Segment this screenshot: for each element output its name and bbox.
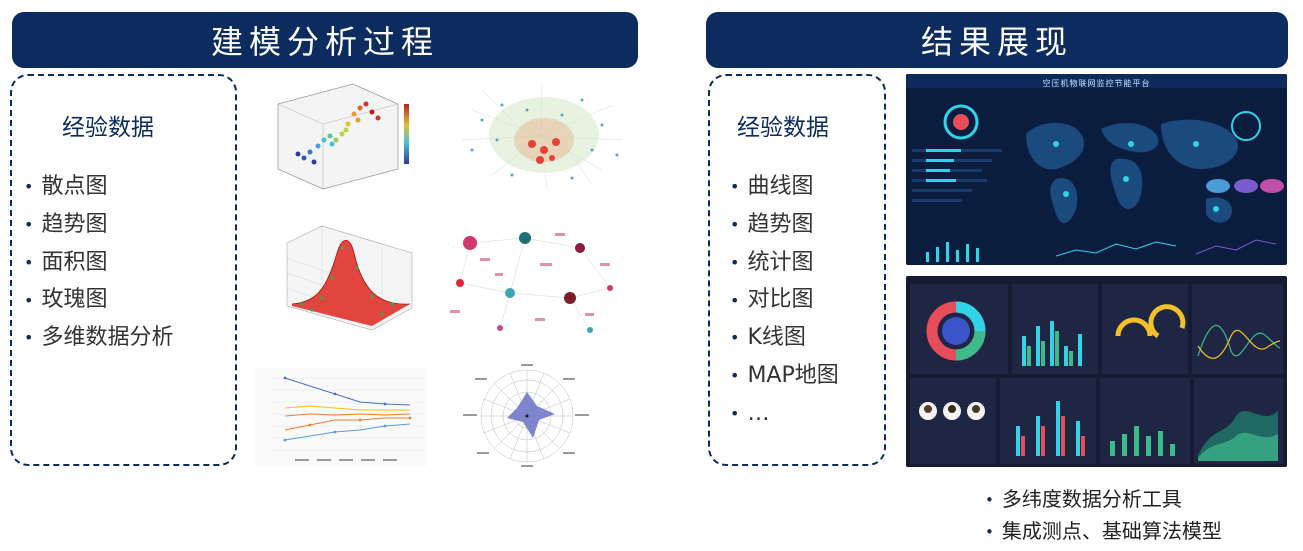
list-item: 集成测点、基础算法模型: [985, 516, 1222, 548]
right-section-title: 结果展现: [920, 23, 1073, 61]
left-experience-data-box: 经验数据 散点图 趋势图 面积图 玫瑰图 多维数据分析: [10, 74, 237, 466]
list-item: 玫瑰图: [24, 281, 173, 319]
list-item: MAP地图: [730, 357, 838, 395]
left-box-title: 经验数据: [62, 115, 154, 141]
list-item: 多纬度数据分析工具: [985, 484, 1222, 516]
bubble-network-thumbnail: [440, 218, 625, 342]
list-item: 趋势图: [730, 206, 839, 244]
list-item: K线图: [730, 319, 839, 357]
right-chart-type-list: 曲线图 趋势图 统计图 对比图 K线图 MAP地图 …: [730, 168, 839, 433]
list-item: …: [730, 395, 839, 433]
list-item: 面积图: [24, 244, 173, 282]
line-trend-thumbnail: [255, 368, 427, 466]
list-item: 散点图: [24, 168, 173, 206]
3d-scatter-plot-thumbnail: [258, 74, 418, 194]
list-item: 统计图: [730, 244, 839, 282]
list-item: 趋势图: [24, 206, 173, 244]
analytics-dashboard-screenshot: [906, 276, 1287, 467]
result-features-list: 多纬度数据分析工具 集成测点、基础算法模型: [985, 484, 1222, 548]
right-section-banner: 结果展现: [706, 12, 1288, 68]
list-item: 曲线图: [730, 168, 839, 206]
left-section-title: 建模分析过程: [210, 23, 439, 61]
network-graph-thumbnail: [452, 80, 630, 192]
dashboard-title: 空压机物联网监控节能平台: [1042, 79, 1151, 88]
world-map-dashboard-screenshot: 空压机物联网监控节能平台: [906, 74, 1287, 265]
right-box-title: 经验数据: [737, 115, 829, 141]
3d-surface-plot-thumbnail: [262, 218, 417, 336]
radar-rose-thumbnail: [455, 362, 610, 470]
right-experience-data-box: 经验数据 曲线图 趋势图 统计图 对比图 K线图 MAP地图 …: [708, 74, 886, 466]
list-item: 多维数据分析: [24, 319, 173, 357]
left-chart-type-list: 散点图 趋势图 面积图 玫瑰图 多维数据分析: [24, 168, 173, 357]
list-item: 对比图: [730, 281, 839, 319]
left-section-banner: 建模分析过程: [12, 12, 638, 68]
